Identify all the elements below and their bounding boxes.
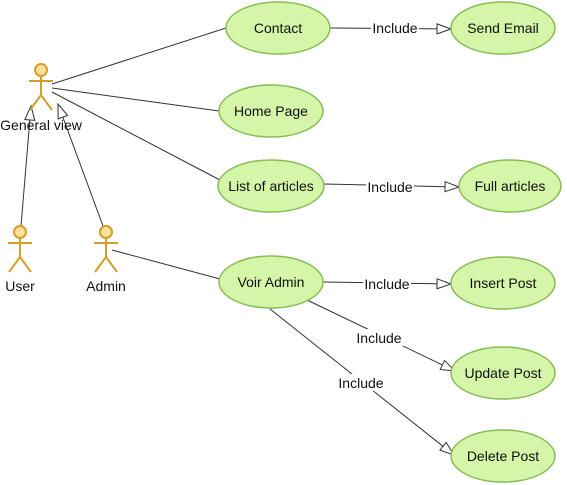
use-case-contact[interactable]: Contact: [225, 1, 331, 55]
include-voir_admin-update_post: Include: [306, 299, 457, 372]
use-case-label: Contact: [254, 20, 302, 36]
use-case-label: Full articles: [475, 178, 546, 194]
use-case-ellipse: [458, 159, 562, 213]
generalization-line: [20, 119, 31, 227]
use-case-ellipse: [450, 429, 556, 483]
stick-figure-icon: [29, 63, 53, 111]
include-label: Include: [338, 375, 383, 391]
include-arrowhead: [436, 23, 453, 35]
include-arrowhead: [444, 180, 461, 193]
association-admin-voir_admin: [111, 249, 221, 280]
include-label-background: [337, 374, 385, 391]
association-general-contact: [51, 27, 227, 85]
include-label: Include: [364, 276, 409, 292]
include-voir_admin-delete_post: Include: [269, 308, 456, 456]
use-case-label: Update Post: [464, 365, 541, 381]
include-label-background: [371, 19, 419, 36]
include-label-background: [355, 329, 403, 346]
include-label: Include: [356, 330, 401, 346]
use-case-label: List of articles: [228, 178, 314, 194]
use-case-label: Send Email: [467, 20, 539, 36]
association-general-list_articles: [51, 91, 221, 181]
use-case-voir-admin[interactable]: Voir Admin: [218, 255, 324, 309]
actor-user[interactable]: User: [5, 225, 35, 294]
use-case-full-articles[interactable]: Full articles: [458, 159, 562, 213]
include-label-background: [363, 275, 411, 292]
generalization-line: [62, 116, 104, 227]
use-case-ellipse: [225, 1, 331, 55]
include-contact-send_email: Include: [329, 19, 453, 36]
include-arrowhead: [436, 278, 453, 290]
use-case-ellipse: [218, 84, 324, 138]
association-general-home_page: [51, 87, 220, 112]
stick-figure-icon: [8, 225, 32, 273]
include-list_articles-full_articles: Include: [323, 178, 461, 195]
include-voir_admin-insert_post: Include: [322, 275, 453, 292]
use-case-ellipse: [450, 256, 556, 310]
include-label: Include: [367, 179, 412, 195]
actor-label: User: [5, 278, 35, 294]
use-case-home-page[interactable]: Home Page: [218, 84, 324, 138]
generalization-admin-general: [57, 102, 104, 227]
stick-figure-icon: [94, 225, 118, 273]
use-case-delete-post[interactable]: Delete Post: [450, 429, 556, 483]
use-case-ellipse: [450, 1, 556, 55]
actor-label: Admin: [86, 278, 126, 294]
use-case-label: Voir Admin: [238, 274, 305, 290]
use-case-label: Home Page: [234, 103, 308, 119]
actor-general[interactable]: General view: [0, 63, 83, 133]
generalization-user-general: [20, 104, 36, 227]
use-case-update-post[interactable]: Update Post: [450, 346, 556, 400]
use-case-ellipse: [217, 159, 325, 213]
actor-label: General view: [0, 117, 83, 133]
use-case-send-email[interactable]: Send Email: [450, 1, 556, 55]
include-label: Include: [372, 20, 417, 36]
use-case-insert-post[interactable]: Insert Post: [450, 256, 556, 310]
use-case-ellipse: [450, 346, 556, 400]
actor-admin[interactable]: Admin: [86, 225, 126, 294]
use-case-label: Delete Post: [467, 448, 539, 464]
include-label-background: [366, 178, 414, 195]
use-case-label: Insert Post: [470, 275, 537, 291]
use-case-list-articles[interactable]: List of articles: [217, 159, 325, 213]
use-case-ellipse: [218, 255, 324, 309]
